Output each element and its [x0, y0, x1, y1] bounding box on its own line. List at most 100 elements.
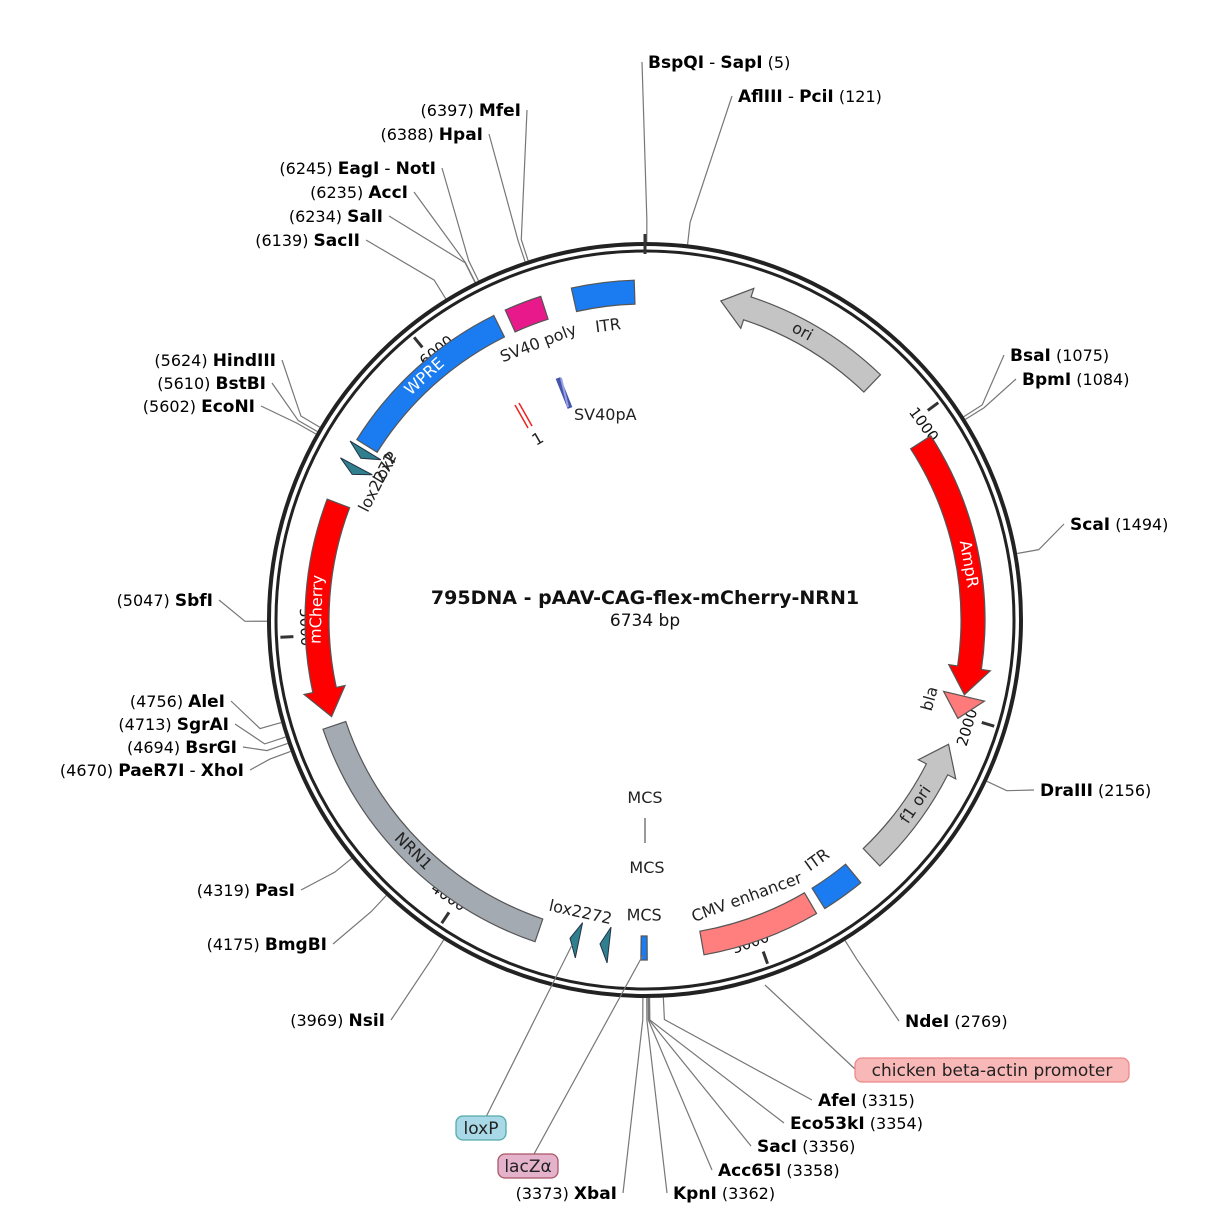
site-site-name: NsiI: [349, 1011, 386, 1031]
site-site-pos: (4670): [60, 761, 113, 780]
lox-arrow-lox2272-a: [569, 922, 584, 959]
leader-econi: [260, 405, 317, 435]
site-site-pos: (4756): [130, 692, 183, 711]
site-label-bstbi: (5610) BstBI: [157, 374, 266, 394]
feature-cmv: [699, 891, 818, 956]
site-site-name: DraIII: [1040, 781, 1093, 801]
leader-sbfi: [218, 599, 268, 622]
site-site-pos: (3969): [290, 1011, 343, 1030]
tick-1000: [926, 401, 940, 412]
site-site-pos: (2769): [954, 1012, 1007, 1031]
leader-saci: [648, 997, 752, 1147]
origin-mark-b: [518, 402, 533, 427]
leader-draiii: [986, 780, 1035, 792]
site-site-name: HindIII: [213, 351, 276, 371]
site-site-name: AleI: [188, 692, 225, 712]
plasmid-length: 6734 bp: [610, 611, 680, 631]
feature-itr-left: [570, 279, 636, 313]
leader-mfei: [520, 109, 529, 261]
feature-sv40poly: [504, 295, 549, 333]
site-label-afliii: AflIII - PciI (121): [738, 87, 882, 107]
tick-3000: [761, 951, 769, 965]
site-site-name: PasI: [255, 881, 295, 901]
leader-sacii: [365, 239, 447, 300]
site-label-mfei: (6397) MfeI: [421, 101, 521, 121]
site-site-pos: (5602): [143, 397, 196, 416]
feature-label-itr-right: ITR: [801, 845, 833, 875]
site-label-kpni: KpnI (3362): [673, 1184, 775, 1204]
site-label-xbai: (3373) XbaI: [516, 1184, 617, 1204]
feature-wpre: [355, 314, 506, 454]
site-site-name: XbaI: [574, 1184, 617, 1204]
lox-arrow-lox2272-top: [340, 457, 373, 476]
site-site-pos: (1494): [1115, 515, 1168, 534]
sv40pa-mark-inner: [560, 377, 569, 408]
leader-hpai: [488, 133, 526, 262]
tick-2000: [981, 721, 995, 728]
leader-pasi: [300, 857, 353, 891]
site-site-pos: (3315): [862, 1091, 915, 1110]
site-site-name: BstBI: [216, 374, 267, 394]
feature-mcherry: [302, 498, 351, 718]
origin-one-label: 1: [529, 428, 547, 450]
feature-ori: [719, 287, 882, 393]
site-label-eagi: (6245) EagI - NotI: [279, 159, 436, 179]
site-site-pos: (3362): [722, 1184, 775, 1203]
site-site-name: BmgBI: [265, 935, 327, 955]
site-label-ndei: NdeI (2769): [905, 1012, 1008, 1032]
plasmid-title: 795DNA - pAAV-CAG-flex-mCherry-NRN1: [431, 587, 859, 609]
site-site-pos: (4713): [118, 715, 171, 734]
restriction-site-labels: BspQI - SapI (5) AflIII - PciI (121) Bsa…: [60, 53, 1169, 1204]
site-site-sep: -: [384, 159, 390, 179]
site-label-draiii: DraIII (2156): [1040, 781, 1151, 801]
leader-paer7i: [249, 750, 291, 771]
site-site-name: ScaI: [1070, 515, 1110, 535]
lox-arrow-lox2272-b: [599, 926, 612, 964]
site-site-pos: (4319): [197, 881, 250, 900]
site-site-name: EagI: [338, 159, 380, 179]
site-label-scai: ScaI (1494): [1070, 515, 1168, 535]
site-label-bsai: BsaI (1075): [1010, 346, 1109, 366]
tick-6000: [412, 336, 424, 349]
site-site-name: SapI: [720, 53, 762, 73]
feature-bla: [942, 690, 986, 720]
callout-leader-loxp-callout: [480, 944, 573, 1128]
leader-sali: [388, 215, 476, 283]
site-site-name: AccI: [368, 183, 408, 203]
site-label-nsii: (3969) NsiI: [290, 1011, 385, 1031]
feature-f1ori: [862, 743, 957, 867]
site-site-name: NotI: [396, 159, 436, 179]
leader-bstbi: [271, 382, 318, 433]
leader-bspqi: [641, 61, 648, 243]
site-label-sacii: (6139) SacII: [255, 231, 360, 251]
leader-sgrai: [234, 723, 286, 745]
site-site-name: SacII: [314, 231, 360, 251]
site-site-name: BspQI: [648, 53, 704, 73]
site-site-pos: (6397): [421, 101, 474, 120]
leader-nsii: [390, 939, 445, 1021]
site-label-bsrgi: (4694) BsrGI: [127, 738, 237, 758]
site-label-bmgbi: (4175) BmgBI: [207, 935, 327, 955]
site-site-pos: (6388): [381, 125, 434, 144]
lox-arrow-loxp-top: [349, 440, 382, 461]
site-label-sgrai: (4713) SgrAI: [118, 715, 229, 735]
site-site-sep: -: [788, 87, 794, 107]
site-site-name: NdeI: [905, 1012, 949, 1032]
site-label-saci: SacI (3356): [757, 1137, 855, 1157]
site-label-acc65i: Acc65I (3358): [718, 1161, 840, 1181]
site-label-econi: (5602) EcoNI: [143, 397, 255, 417]
site-site-name: PciI: [799, 87, 834, 107]
site-site-name: SalI: [347, 207, 383, 227]
callout-box-lacz-callout: [497, 1153, 559, 1179]
site-site-pos: (4694): [127, 738, 180, 757]
callout-label-loxp-callout: loxP: [464, 1119, 499, 1139]
feature-label-mcs: MCS: [627, 905, 662, 924]
site-site-pos: (3356): [802, 1137, 855, 1156]
site-site-pos: (6234): [289, 207, 342, 226]
site-label-bspqi: BspQI - SapI (5): [648, 53, 790, 73]
tick-4000: [440, 911, 451, 925]
lox-label-lox2272-a: lox2272: [547, 896, 614, 928]
leader-bpmi: [965, 378, 1017, 420]
site-label-alei: (4756) AleI: [130, 692, 225, 712]
